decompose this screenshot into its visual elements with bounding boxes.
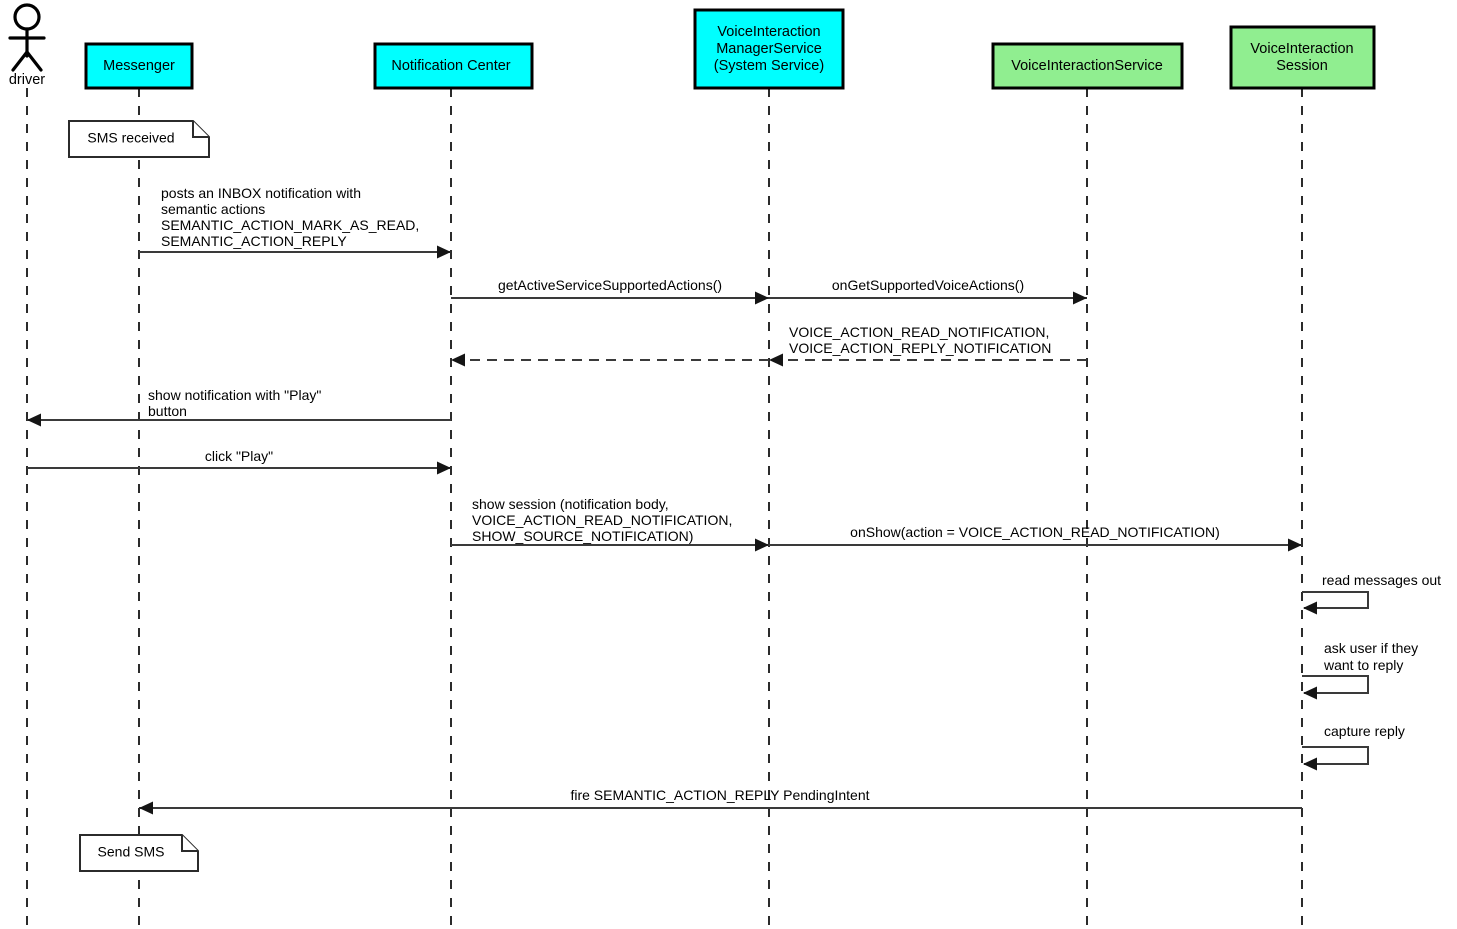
message-arrowhead-icon	[437, 245, 451, 259]
self-capture-reply[interactable]: capture reply	[1302, 723, 1405, 771]
message-label: onGetSupportedVoiceActions()	[832, 277, 1024, 293]
message-arrowhead-icon	[755, 291, 769, 305]
participant-label: ManagerService	[716, 41, 822, 57]
participant-label: Session	[1276, 58, 1328, 74]
actor-leg-left-icon	[11, 50, 29, 72]
msg-on-get-supported-voice-actions[interactable]: onGetSupportedVoiceActions()	[769, 277, 1087, 305]
self-call-arrowhead-icon	[1303, 757, 1317, 771]
self-call-label: capture reply	[1324, 723, 1405, 739]
participant-label: Messenger	[103, 58, 175, 74]
participant-label: VoiceInteraction	[1250, 41, 1353, 57]
actor-driver: driver	[8, 3, 46, 88]
note-fold-corner-icon	[192, 121, 209, 138]
msg-return-voice-actions-to-vims[interactable]: VOICE_ACTION_READ_NOTIFICATION,VOICE_ACT…	[769, 324, 1087, 367]
lifelines-layer	[26, 88, 1303, 925]
participant-voice-interaction-service[interactable]: VoiceInteractionService	[991, 42, 1184, 90]
note-label: Send SMS	[98, 844, 165, 860]
message-arrowhead-icon	[1288, 538, 1302, 552]
participant-box[interactable]	[693, 8, 845, 90]
message-label: click "Play"	[205, 448, 273, 464]
participant-label: VoiceInteractionService	[1011, 58, 1163, 74]
self-call-arrowhead-icon	[1303, 686, 1317, 700]
participant-box[interactable]	[84, 42, 194, 90]
note-fold-corner-icon	[181, 835, 198, 852]
participant-notification-center[interactable]: Notification Center	[373, 42, 534, 90]
message-label: VOICE_ACTION_READ_NOTIFICATION,VOICE_ACT…	[789, 324, 1051, 356]
participants-layer: driver Messenger Notification Center VoiceI…	[8, 3, 1376, 90]
note-body	[68, 120, 210, 158]
message-arrowhead-icon	[139, 801, 153, 815]
actor-head-icon	[13, 3, 41, 31]
message-label: fire SEMANTIC_ACTION_REPLY PendingIntent	[570, 787, 869, 803]
participant-label: Notification Center	[391, 58, 510, 74]
message-arrowhead-icon	[1073, 291, 1087, 305]
msg-show-session[interactable]: show session (notification body,VOICE_AC…	[451, 496, 769, 552]
msg-show-notification-with-play-button[interactable]: show notification with "Play"button	[27, 387, 451, 427]
msg-return-voice-actions-to-notification-center[interactable]	[451, 353, 769, 367]
msg-on-show[interactable]: onShow(action = VOICE_ACTION_READ_NOTIFI…	[769, 524, 1302, 552]
self-call-arrowhead-icon	[1303, 601, 1317, 615]
message-arrowhead-icon	[755, 538, 769, 552]
self-call-label: read messages out	[1322, 572, 1441, 588]
message-arrowhead-icon	[769, 353, 783, 367]
note-label: SMS received	[87, 130, 174, 146]
participant-label: VoiceInteraction	[717, 24, 820, 40]
msg-fire-semantic-action-reply-pending-intent[interactable]: fire SEMANTIC_ACTION_REPLY PendingIntent	[139, 787, 1302, 815]
message-label: onShow(action = VOICE_ACTION_READ_NOTIFI…	[850, 524, 1220, 540]
message-arrowhead-icon	[451, 353, 465, 367]
participant-label: (System Service)	[714, 58, 824, 74]
msg-click-play[interactable]: click "Play"	[27, 448, 451, 475]
participant-box[interactable]	[1229, 25, 1376, 90]
message-label: show session (notification body,VOICE_AC…	[472, 496, 732, 544]
participant-box[interactable]	[991, 42, 1184, 90]
self-call-path[interactable]	[1302, 746, 1369, 765]
participant-messenger[interactable]: Messenger	[84, 42, 194, 90]
message-arrowhead-icon	[27, 413, 41, 427]
participant-box[interactable]	[373, 42, 534, 90]
self-read-messages-out[interactable]: read messages out	[1302, 572, 1441, 615]
note-body	[79, 834, 199, 872]
self-call-path[interactable]	[1302, 591, 1369, 609]
note-send-sms: Send SMS	[79, 834, 199, 872]
note-sms-received: SMS received	[68, 120, 210, 158]
self-call-path[interactable]	[1302, 675, 1369, 694]
actor-label-driver: driver	[9, 72, 45, 88]
message-label: getActiveServiceSupportedActions()	[498, 277, 722, 293]
message-label: show notification with "Play"button	[148, 387, 321, 419]
msg-get-active-service-supported-actions[interactable]: getActiveServiceSupportedActions()	[451, 277, 769, 305]
actor-leg-right-icon	[25, 50, 43, 72]
message-arrowhead-icon	[437, 461, 451, 475]
